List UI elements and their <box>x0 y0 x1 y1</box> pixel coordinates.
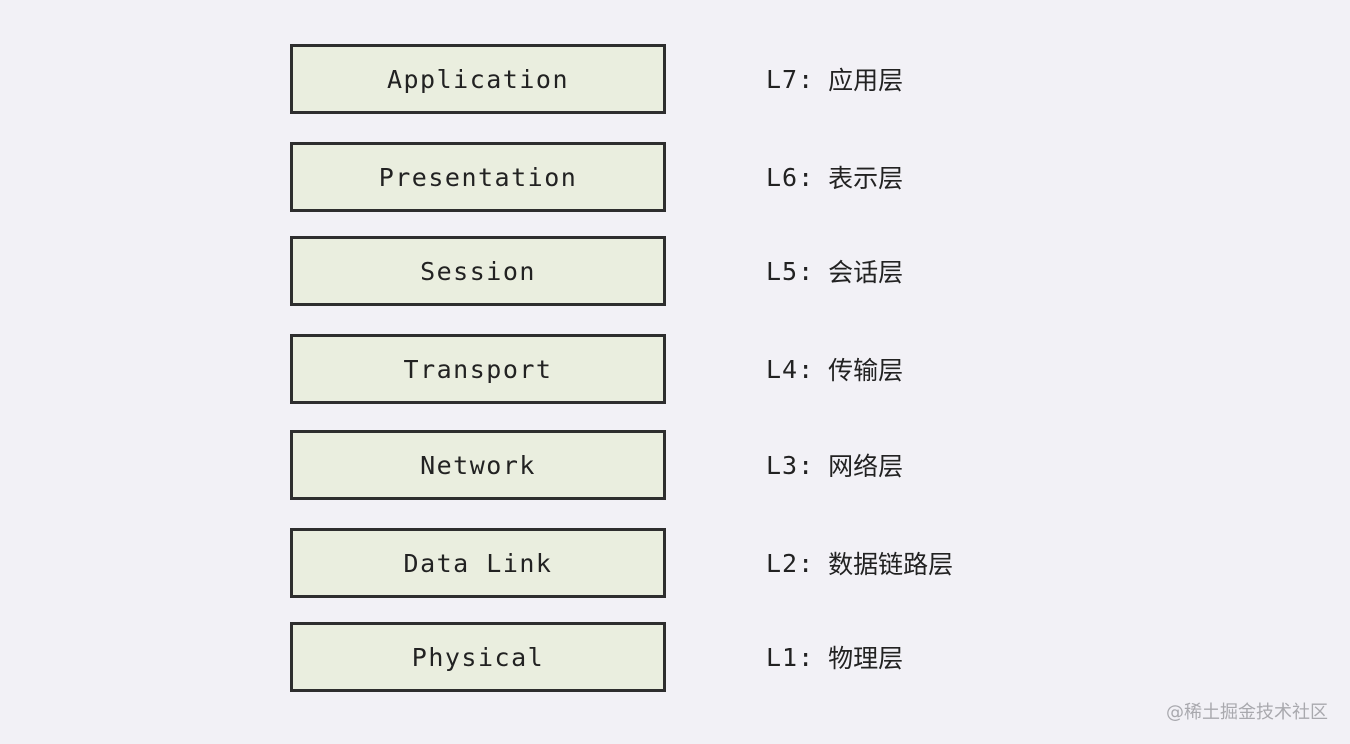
layer-box-network: Network <box>290 430 666 500</box>
layer-cn-name: 表示层 <box>828 164 904 193</box>
layer-label-session: L5: 会话层 <box>766 236 903 306</box>
layer-cn-name: 物理层 <box>828 644 904 673</box>
layer-cn-name: 数据链路层 <box>828 550 954 579</box>
layer-label-physical: L1: 物理层 <box>766 622 903 692</box>
layer-cn-name: 网络层 <box>828 452 904 481</box>
layer-row-data-link: Data Link L2: 数据链路层 <box>0 528 1350 598</box>
layer-box-application: Application <box>290 44 666 114</box>
layer-row-physical: Physical L1: 物理层 <box>0 622 1350 692</box>
layer-row-transport: Transport L4: 传输层 <box>0 334 1350 404</box>
layer-box-session: Session <box>290 236 666 306</box>
layer-label-presentation: L6: 表示层 <box>766 142 903 212</box>
layer-box-transport: Transport <box>290 334 666 404</box>
layer-level: L5: <box>766 256 815 286</box>
layer-row-session: Session L5: 会话层 <box>0 236 1350 306</box>
layer-level: L1: <box>766 642 815 672</box>
layer-level: L7: <box>766 64 815 94</box>
layer-label-network: L3: 网络层 <box>766 430 903 500</box>
layer-box-physical: Physical <box>290 622 666 692</box>
watermark: @稀土掘金技术社区 <box>1166 702 1328 723</box>
layer-label-data-link: L2: 数据链路层 <box>766 528 953 598</box>
layer-level: L3: <box>766 450 815 480</box>
layer-row-presentation: Presentation L6: 表示层 <box>0 142 1350 212</box>
layer-box-presentation: Presentation <box>290 142 666 212</box>
layer-level: L6: <box>766 162 815 192</box>
layer-level: L2: <box>766 548 815 578</box>
layer-label-transport: L4: 传输层 <box>766 334 903 404</box>
layer-cn-name: 传输层 <box>828 356 904 385</box>
layer-level: L4: <box>766 354 815 384</box>
layer-row-network: Network L3: 网络层 <box>0 430 1350 500</box>
layer-cn-name: 会话层 <box>828 258 904 287</box>
layer-row-application: Application L7: 应用层 <box>0 44 1350 114</box>
layer-box-data-link: Data Link <box>290 528 666 598</box>
layer-cn-name: 应用层 <box>828 66 904 95</box>
layer-label-application: L7: 应用层 <box>766 44 903 114</box>
